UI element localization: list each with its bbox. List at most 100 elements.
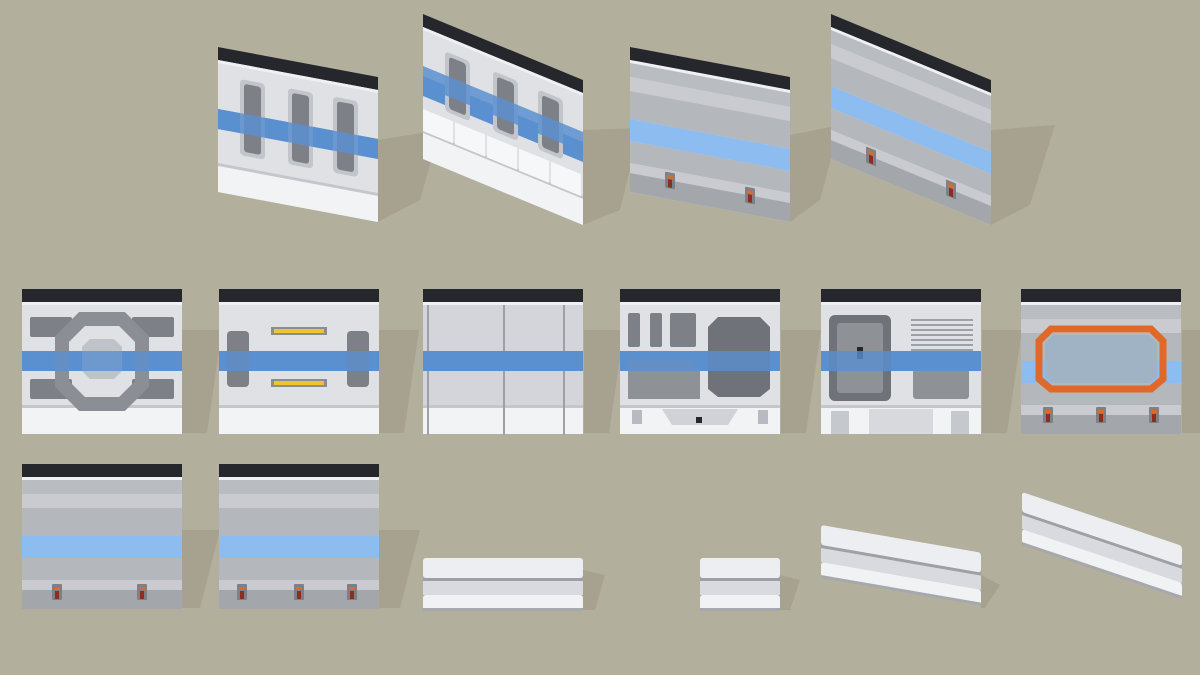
gray-band — [630, 77, 790, 121]
wall-tile-window — [1021, 289, 1181, 434]
top-trim — [630, 47, 790, 90]
orange-light — [349, 587, 355, 590]
blue-stripe — [423, 66, 583, 152]
wall-tile-octagon — [22, 289, 182, 434]
rail-mid — [1022, 515, 1182, 583]
blue-stripe — [218, 109, 378, 159]
orange-light — [54, 587, 60, 590]
rail-mid — [423, 581, 583, 595]
orange-light — [948, 183, 954, 189]
gray-band — [219, 494, 379, 508]
slot — [670, 313, 696, 347]
rail-groove — [423, 578, 583, 581]
light-blue-stripe — [219, 536, 379, 558]
bottom-plate — [219, 408, 379, 434]
bottom-groove — [821, 405, 981, 408]
light-blue-stripe — [831, 86, 991, 174]
cast-shadow — [583, 570, 605, 610]
rail-bottom — [1022, 529, 1182, 598]
top-trim — [218, 47, 378, 90]
vent-slot — [240, 591, 244, 599]
gray-band — [22, 558, 182, 580]
rail-top — [700, 558, 780, 578]
cast-shadow — [182, 330, 222, 433]
grille-line — [911, 349, 973, 351]
cast-shadow — [781, 330, 821, 433]
lower-box — [913, 369, 969, 399]
wall-tile-machinery — [620, 289, 780, 434]
floor-box — [831, 411, 849, 434]
top-edge — [219, 302, 379, 305]
wall-tile-stairs — [423, 14, 583, 225]
grille-line — [911, 319, 973, 321]
gray-band — [22, 580, 182, 590]
wall-tile-gray-two-vents — [22, 464, 182, 609]
gray-band — [831, 44, 991, 124]
gray-band — [1021, 415, 1181, 434]
rail-segment-short — [700, 558, 780, 611]
cast-shadow — [790, 125, 840, 222]
orange-light — [296, 587, 302, 590]
rail-mid — [700, 581, 780, 595]
top-edge — [630, 60, 790, 93]
bottom-plate — [218, 166, 378, 222]
rail-base — [423, 608, 583, 611]
stair-step — [423, 109, 453, 144]
wall-tile-console — [821, 289, 981, 434]
blue-stripe — [219, 351, 379, 371]
top-edge — [423, 27, 583, 96]
cast-shadow — [182, 530, 220, 608]
orange-light — [667, 174, 673, 180]
cast-shadow — [583, 128, 640, 225]
top-edge — [218, 60, 378, 93]
stair-step — [519, 148, 549, 183]
top-trim — [22, 289, 182, 302]
orange-light — [239, 587, 245, 590]
vent-slot — [297, 591, 301, 599]
rail-base — [1022, 542, 1182, 599]
rail-bottom — [821, 562, 981, 605]
top-trim — [219, 289, 379, 302]
vent-slot — [949, 187, 953, 198]
floor-box — [869, 409, 933, 434]
top-trim — [831, 14, 991, 93]
stair-step — [551, 161, 581, 197]
light-blue-stripe — [22, 536, 182, 558]
rail-bottom — [423, 595, 583, 610]
top-trim — [423, 14, 583, 93]
rail-mid — [821, 548, 981, 590]
rail-groove — [821, 545, 981, 576]
grille-line — [911, 324, 973, 326]
gray-band — [22, 590, 182, 609]
floor-box — [951, 411, 969, 434]
top-trim — [22, 464, 182, 477]
rail-segment-steep — [1022, 492, 1182, 599]
vent-slot — [140, 591, 144, 599]
vent-slot — [55, 591, 59, 599]
orange-light — [1098, 410, 1104, 413]
orange-light — [747, 189, 753, 195]
gray-band — [219, 558, 379, 580]
vent-slot — [1152, 414, 1156, 422]
bottom-plate — [423, 133, 583, 225]
rail-groove — [700, 578, 780, 581]
vent-slot — [350, 591, 354, 599]
window-glass — [1045, 335, 1157, 383]
top-trim — [219, 464, 379, 477]
window-frame — [1035, 325, 1167, 393]
cast-shadow — [982, 330, 1022, 433]
gray-band — [630, 141, 790, 193]
grille-line — [911, 329, 973, 331]
stair-step — [487, 135, 517, 170]
rail-base — [700, 608, 780, 611]
gray-band — [630, 91, 790, 149]
gray-band — [219, 480, 379, 494]
gray-band — [630, 63, 790, 107]
rail-top — [821, 525, 981, 573]
top-edge — [620, 302, 780, 305]
orange-light — [868, 150, 874, 156]
rail-segment-slanted — [821, 525, 981, 606]
cast-shadow — [379, 530, 420, 608]
gray-band — [831, 58, 991, 152]
top-edge — [831, 27, 991, 96]
